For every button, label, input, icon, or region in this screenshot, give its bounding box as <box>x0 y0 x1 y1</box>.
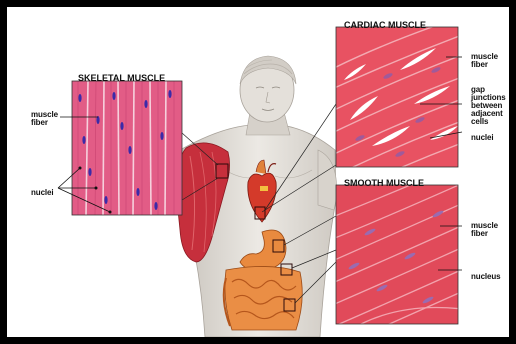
skeletal-muscle-title: SKELETAL MUSCLE <box>78 73 165 83</box>
smooth-nucleus-label: nucleus <box>471 273 501 281</box>
smooth-muscle-fiber-label: muscle fiber <box>471 222 515 238</box>
cardiac-gap-junctions-label: gap junctions between adjacent cells <box>471 86 515 126</box>
intestine-icon <box>224 266 303 330</box>
cardiac-muscle-fiber-label: muscle fiber <box>471 53 515 69</box>
cardiac-muscle-title: CARDIAC MUSCLE <box>344 20 426 30</box>
skeletal-muscle-fiber-label: muscle fiber <box>31 111 71 127</box>
cardiac-muscle-micrograph <box>330 14 470 200</box>
skeletal-muscle-micrograph <box>72 81 182 215</box>
human-torso-illustration <box>176 56 337 337</box>
skeletal-nuclei-label: nuclei <box>31 189 54 197</box>
diagram-artwork <box>7 7 509 337</box>
cardiac-nuclei-label: nuclei <box>471 134 494 142</box>
smooth-muscle-title: SMOOTH MUSCLE <box>344 178 424 188</box>
